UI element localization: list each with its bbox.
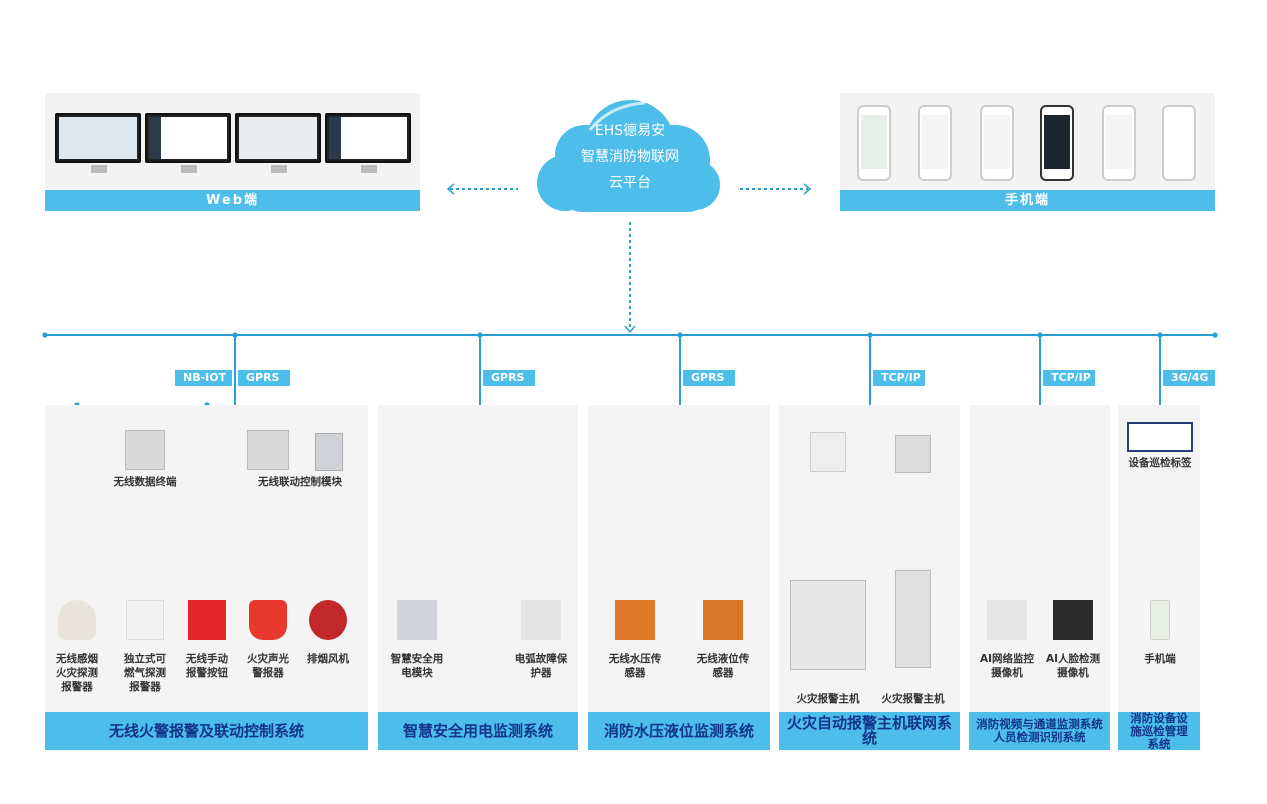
device-label: 无线感烟火灾探测报警器 <box>56 653 98 693</box>
device-label: 排烟风机 <box>307 653 349 665</box>
device-label: 火灾声光警报器 <box>247 653 289 679</box>
ai-dome-camera-image <box>987 600 1027 640</box>
web-client-panel: Web端 <box>45 93 420 211</box>
device-label: 无线液位传感器 <box>696 653 750 679</box>
protocol-label: GPRS <box>683 370 735 386</box>
cloud-title-line: 云平台 <box>609 175 651 191</box>
monitor-image <box>325 113 411 173</box>
protocol-label: GPRS <box>238 370 290 386</box>
device-label: 电弧故障保护器 <box>514 653 568 679</box>
gas-detector-image <box>126 600 164 640</box>
fire-alarm-host-cabinet-image <box>790 580 866 670</box>
cloud-title-line: EHS德易安 <box>594 123 666 139</box>
arrow-icon <box>446 183 455 195</box>
system-panel: 消防设备设施巡检管理系统 <box>1118 405 1200 750</box>
system-title-bar: 消防水压液位监测系统 <box>588 712 770 750</box>
monitor-image <box>145 113 231 173</box>
arrow-icon <box>803 183 812 195</box>
system-title-bar: 智慧安全用电监测系统 <box>378 712 578 750</box>
connector-dot <box>1212 332 1218 338</box>
system-title-bar: 消防视频与通道监测系统人员检测识别系统 <box>969 712 1110 750</box>
linkage-module-image <box>315 433 343 471</box>
arc-fault-protector-image <box>521 600 561 640</box>
protocol-label: NB-IOT <box>175 370 232 386</box>
arrow-icon <box>624 325 636 334</box>
monitor-image <box>235 113 321 173</box>
web-client-label: Web端 <box>45 190 420 211</box>
device-label: AI人脸检测摄像机 <box>1045 653 1101 679</box>
cloud-platform-title: EHS德易安 智慧消防物联网 云平台 <box>560 118 700 196</box>
protocol-label: TCP/IP <box>873 370 925 386</box>
cloud-icon <box>537 100 720 212</box>
phone-image <box>1162 105 1196 181</box>
phone-image <box>980 105 1014 181</box>
device-label: 无线水压传感器 <box>608 653 662 679</box>
cloud-title-line: 智慧消防物联网 <box>581 149 679 165</box>
device-label: 火灾报警主机 <box>881 693 945 705</box>
smoke-fan-image <box>309 600 347 640</box>
protocol-label: GPRS <box>483 370 535 386</box>
hub-label: 无线联动控制模块 <box>258 476 342 488</box>
hub-label: 设备巡检标签 <box>1128 457 1192 469</box>
device-label: 智慧安全用电模块 <box>390 653 444 679</box>
water-pressure-sensor-image <box>615 600 655 640</box>
inspection-qr-tag-image <box>1127 422 1193 452</box>
fire-panel-small-image <box>810 432 846 472</box>
wireless-data-terminal-image <box>125 430 165 470</box>
monitor-image <box>55 113 141 173</box>
system-title-bar: 消防设备设施巡检管理系统 <box>1118 710 1200 751</box>
protocol-label: TCP/IP <box>1043 370 1095 386</box>
system-title: 智慧安全用电监测系统 <box>402 721 553 740</box>
system-panel: 消防视频与通道监测系统人员检测识别系统 <box>969 405 1110 750</box>
device-label: 无线手动报警按钮 <box>186 653 228 679</box>
phone-image <box>1040 105 1074 181</box>
system-panel: 无线火警报警及联动控制系统 <box>45 405 368 750</box>
system-title: 消防视频与通道监测系统人员检测识别系统 <box>976 717 1103 744</box>
smoke-detector-image <box>58 600 96 640</box>
device-label: 火灾报警主机 <box>796 693 860 705</box>
system-panel: 消防水压液位监测系统 <box>588 405 770 750</box>
system-title: 火灾自动报警主机联网系统 <box>786 714 952 747</box>
phone-image <box>918 105 952 181</box>
system-title-bar: 火灾自动报警主机联网系统 <box>779 712 960 750</box>
sound-light-alarm-image <box>249 600 287 640</box>
system-panel: 智慧安全用电监测系统 <box>378 405 578 750</box>
phone-image <box>857 105 891 181</box>
protocol-label: 3G/4G <box>1163 370 1215 386</box>
hub-label: 无线数据终端 <box>113 476 177 488</box>
system-title: 消防水压液位监测系统 <box>603 721 754 740</box>
mobile-client-label: 手机端 <box>840 190 1215 211</box>
system-title-bar: 无线火警报警及联动控制系统 <box>45 712 368 750</box>
mobile-phone-image <box>1150 600 1170 640</box>
manual-alarm-button-image <box>188 600 226 640</box>
linkage-module-image <box>247 430 289 470</box>
mobile-client-panel: 手机端 <box>840 93 1215 211</box>
ai-box-camera-image <box>1053 600 1093 640</box>
connector-dot <box>42 332 48 338</box>
fire-panel-small-image <box>895 435 931 473</box>
power-module-image <box>397 600 437 640</box>
fire-alarm-host-cabinet-image <box>895 570 931 668</box>
device-label: 独立式可燃气探测报警器 <box>124 653 166 693</box>
phone-image <box>1102 105 1136 181</box>
system-title: 消防设备设施巡检管理系统 <box>1130 710 1188 751</box>
system-title: 无线火警报警及联动控制系统 <box>108 721 304 740</box>
device-label: AI网络监控摄像机 <box>979 653 1035 679</box>
liquid-level-sensor-image <box>703 600 743 640</box>
device-label: 手机端 <box>1144 653 1176 665</box>
